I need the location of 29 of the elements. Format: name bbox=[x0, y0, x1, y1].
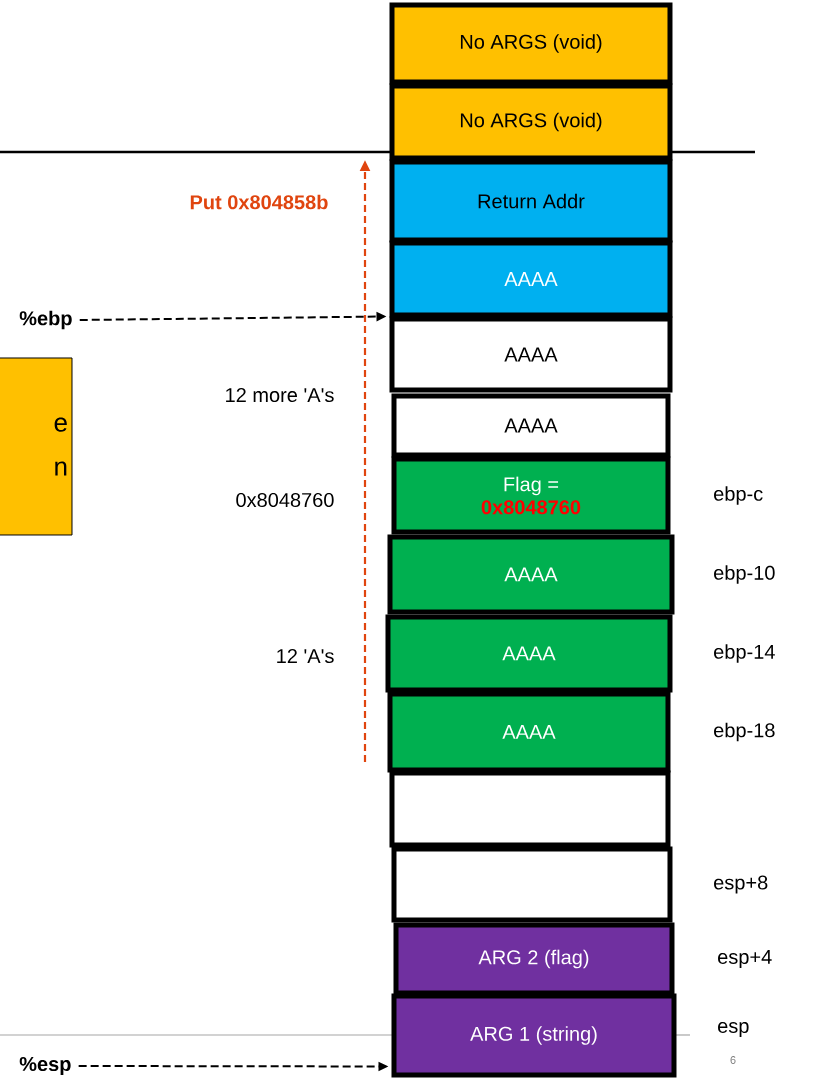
stack-cell: Flag = 0x8048760 bbox=[391, 456, 671, 535]
page-number: 6 bbox=[730, 1056, 736, 1064]
empty-stack-cell bbox=[391, 846, 673, 923]
stack-cell: AAAA bbox=[387, 534, 675, 615]
stack-cell: Return Addr bbox=[389, 159, 673, 243]
stack-cell: No ARGS (void) bbox=[389, 83, 673, 161]
note-box: e n bbox=[0, 357, 73, 536]
annotation-text: 12 'A's bbox=[277, 648, 334, 664]
offset-label: ebp-10 bbox=[714, 565, 775, 584]
annotation-text: Put 0x804858b bbox=[190, 194, 328, 210]
offset-label: esp bbox=[718, 1022, 749, 1037]
offset-label: ebp-18 bbox=[714, 722, 775, 742]
empty-stack-cell bbox=[389, 770, 671, 848]
stack-cell: AAAA bbox=[387, 691, 671, 773]
stack-cell: AAAA bbox=[385, 614, 673, 693]
stack-cell: No ARGS (void) bbox=[389, 2, 673, 85]
offset-label: ebp-14 bbox=[714, 644, 775, 663]
offset-label: esp+8 bbox=[714, 875, 768, 894]
offset-label: esp+4 bbox=[718, 950, 772, 968]
stack-cell: ARG 1 (string) bbox=[391, 993, 677, 1078]
stack-cell: AAAA bbox=[391, 393, 671, 458]
offset-label: ebp-c bbox=[714, 486, 763, 505]
annotation-text: 12 more 'A's bbox=[226, 387, 334, 403]
stack-cell: ARG 2 (flag) bbox=[393, 922, 675, 996]
stack-cell: AAAA bbox=[389, 316, 673, 393]
annotation-text: 0x8048760 bbox=[236, 492, 334, 508]
stack-cell: AAAA bbox=[389, 240, 673, 318]
register-label: %esp bbox=[19, 1056, 71, 1076]
register-label: %ebp bbox=[19, 310, 72, 330]
